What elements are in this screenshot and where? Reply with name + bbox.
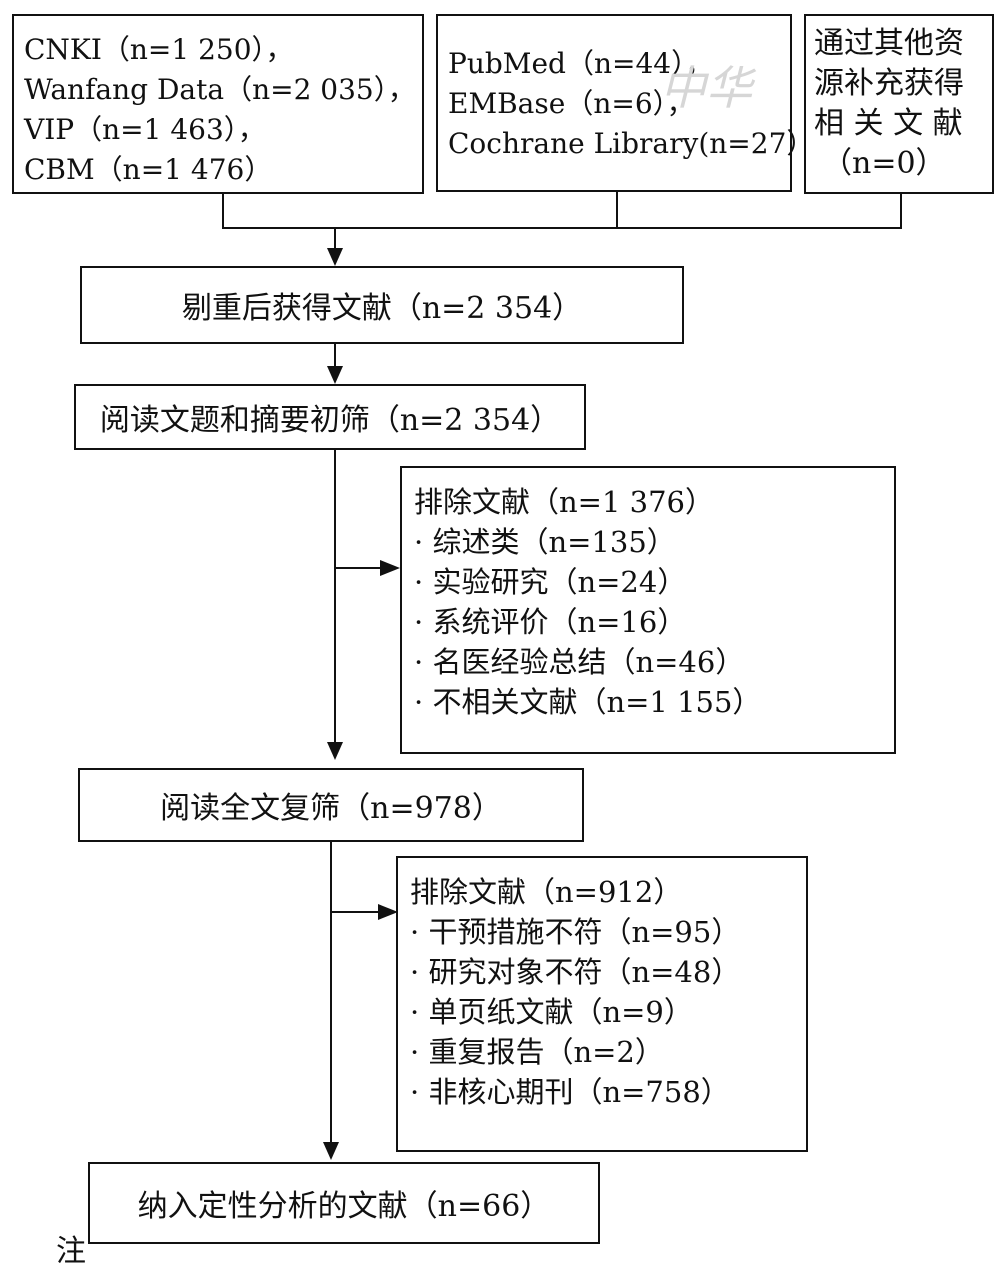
connector-fulltext-to-included: [330, 842, 332, 1144]
exclusion1-item: 系统评价（n=16）: [414, 602, 882, 642]
source-other-line-4: （n=0）: [822, 146, 946, 181]
source-other-line-3: 相 关 文 献: [814, 106, 963, 141]
exclusion1-header: 排除文献（n=1 376）: [414, 485, 714, 519]
source-embase: EMBase（n=6），: [448, 87, 695, 120]
arrow-to-included: [323, 1142, 339, 1160]
exclusion2-item: 研究对象不符（n=48）: [410, 952, 794, 992]
step-fulltext: 阅读全文复筛（n=978）: [78, 768, 584, 842]
source-cbm: CBM（n=1 476）: [24, 153, 273, 186]
source-other-line-2: 源补充获得: [814, 66, 964, 101]
exclusion1-item: 综述类（n=135）: [414, 522, 882, 562]
exclusion1-item: 实验研究（n=24）: [414, 562, 882, 602]
exclusion2-item: 单页纸文献（n=9）: [410, 992, 794, 1032]
connector-exclusion1: [336, 567, 382, 569]
arrow-to-dedup: [327, 248, 343, 266]
step-title-abstract: 阅读文题和摘要初筛（n=2 354）: [74, 384, 586, 450]
step-included-label: 纳入定性分析的文献（n=66）: [137, 1189, 551, 1224]
source-cnki: CNKI（n=1 250），: [24, 33, 294, 66]
connector-merge: [222, 227, 902, 229]
exclusion1-item: 名医经验总结（n=46）: [414, 642, 882, 682]
arrow-to-fulltext: [327, 742, 343, 760]
connector-dedup-to-screen: [334, 344, 336, 368]
connector-to-dedup: [334, 228, 336, 250]
step-dedup-label: 剔重后获得文献（n=2 354）: [181, 291, 583, 326]
source-box-other: 通过其他资 源补充获得 相 关 文 献 （n=0）: [804, 14, 994, 194]
source-vip: VIP（n=1 463），: [24, 113, 266, 146]
arrow-to-exclusion2: [378, 904, 398, 920]
connector-exclusion2: [332, 911, 380, 913]
exclusion2-item: 干预措施不符（n=95）: [410, 912, 794, 952]
step-included: 纳入定性分析的文献（n=66）: [88, 1162, 600, 1244]
exclusion-box-1: 排除文献（n=1 376） 综述类（n=135） 实验研究（n=24） 系统评价…: [400, 466, 896, 754]
connector-screen-to-fulltext: [334, 450, 336, 744]
exclusion2-item: 重复报告（n=2）: [410, 1032, 794, 1072]
watermark: 中华: [660, 61, 752, 115]
step-fulltext-label: 阅读全文复筛（n=978）: [160, 791, 502, 826]
exclusion2-header: 排除文献（n=912）: [410, 875, 683, 909]
source-other-line-1: 通过其他资: [814, 26, 964, 61]
step-dedup: 剔重后获得文献（n=2 354）: [80, 266, 684, 344]
connector-source3: [900, 194, 902, 228]
source-pubmed: PubMed（n=44），: [448, 47, 714, 80]
step-title-abstract-label: 阅读文题和摘要初筛（n=2 354）: [99, 403, 561, 438]
exclusion2-item: 非核心期刊（n=758）: [410, 1072, 794, 1112]
connector-source1: [222, 194, 224, 228]
arrow-to-exclusion1: [380, 560, 400, 576]
footer-note: 注: [56, 1234, 86, 1269]
arrow-to-title-abstract: [327, 366, 343, 384]
connector-source2: [616, 192, 618, 228]
source-wanfang: Wanfang Data（n=2 035），: [24, 73, 416, 106]
source-box-english-databases: PubMed（n=44）， EMBase（n=6）， Cochrane Libr…: [436, 14, 815, 192]
exclusion1-item: 不相关文献（n=1 155）: [414, 682, 882, 722]
source-box-chinese-databases: CNKI（n=1 250）， Wanfang Data（n=2 035）， VI…: [12, 14, 424, 194]
source-cochrane: Cochrane Library(n=27）: [448, 127, 815, 160]
exclusion-box-2: 排除文献（n=912） 干预措施不符（n=95） 研究对象不符（n=48） 单页…: [396, 856, 808, 1152]
